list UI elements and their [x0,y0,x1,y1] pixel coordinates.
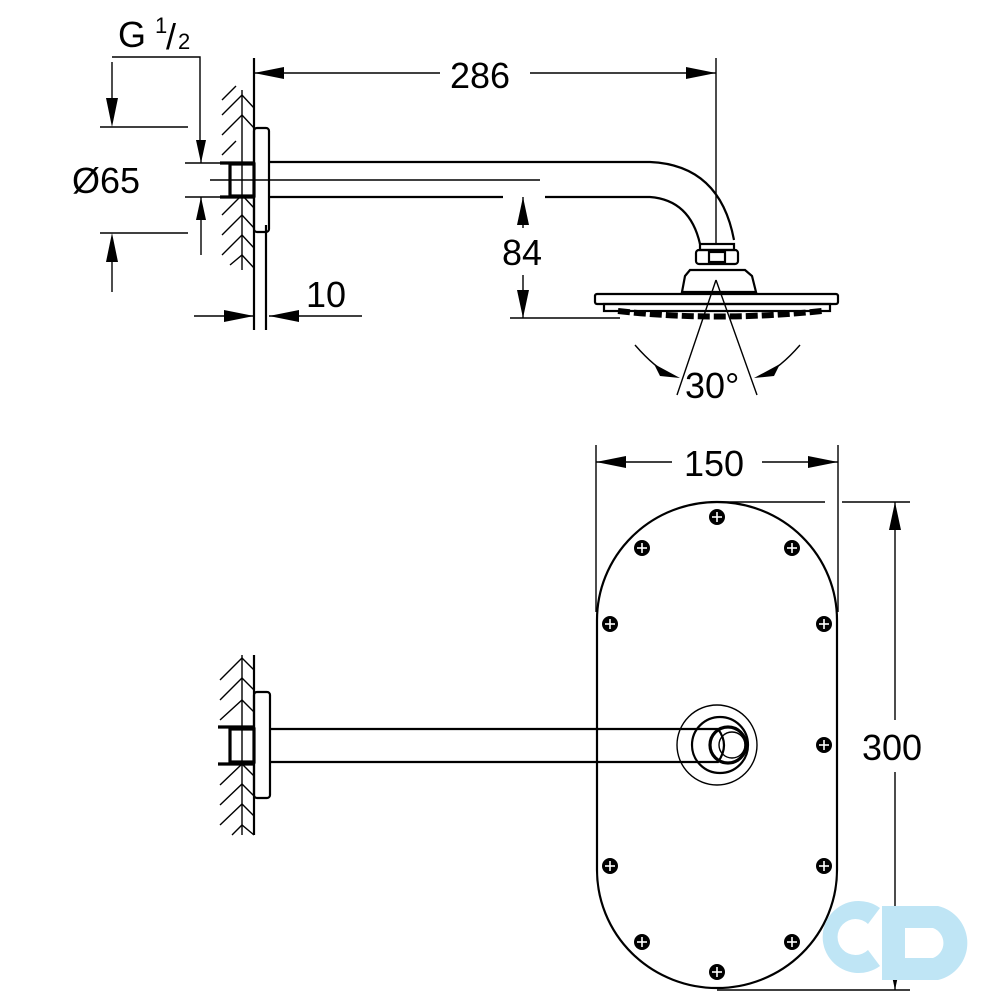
arm-reach-label: 286 [450,55,510,96]
wall-hatch-top [219,655,256,836]
shower-head-side [593,242,840,320]
drop-height-label: 84 [502,232,542,273]
svg-text:G: G [118,14,146,55]
flange-depth-label: 10 [306,274,346,315]
svg-text:/: / [166,16,176,57]
cd-logo-watermark [822,901,968,980]
shower-arm [269,160,736,245]
spray-angle-label: 30° [685,365,739,406]
thread-size-label: G 1 / 2 [118,13,190,57]
head-length-label: 300 [862,727,922,768]
nozzle-screws [601,508,833,981]
thread-nipple-top [228,727,256,764]
top-view: 150 300 [218,443,922,991]
arm-connector [676,704,758,786]
thread-leader-line [112,56,201,140]
svg-text:2: 2 [178,29,190,54]
head-width-label: 150 [684,443,744,484]
flange-diameter-label: Ø65 [72,160,140,201]
shower-arm-top [270,727,726,764]
side-view: G 1 / 2 Ø65 [72,13,840,406]
shower-head-outline [595,500,839,990]
wall-flange-top [252,690,272,800]
svg-text:1: 1 [155,13,167,38]
